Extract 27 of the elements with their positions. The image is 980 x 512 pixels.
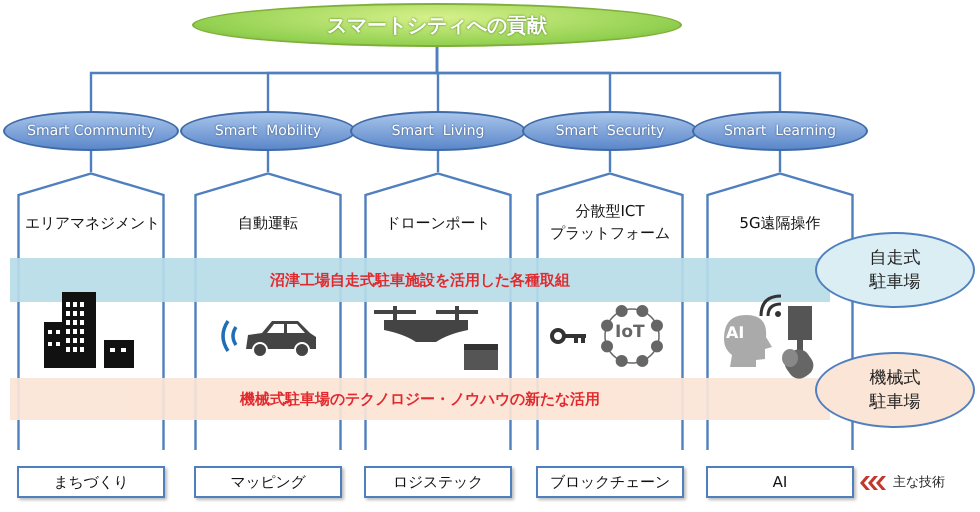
connector-line — [90, 151, 92, 172]
connector-line — [266, 151, 270, 172]
icon-caption: AI — [726, 323, 744, 342]
connector-line — [608, 151, 612, 172]
column-title: 分散型ICT プラットフォーム — [549, 201, 671, 244]
tech-box: マッピング — [194, 466, 342, 498]
connector-line — [436, 47, 782, 111]
column-title: 5G遠隔操作 — [738, 213, 822, 234]
note-text: 主な技術 — [893, 474, 945, 491]
category-ellipse: Smart Living — [350, 111, 526, 151]
banner-band: 機械式駐車場のテクノロジー・ノウハウの新たな活用 — [10, 378, 830, 420]
connector-line — [436, 151, 440, 172]
column-title: エリアマネジメント — [25, 213, 157, 234]
parking-ellipse: 自走式駐車場 — [815, 232, 975, 308]
connector-line — [778, 151, 782, 172]
column-title: ドローンポート — [384, 213, 492, 234]
banner-band: 沼津工場自走式駐車施設を活用した各種取組 — [10, 258, 830, 302]
category-ellipse: Smart Community — [3, 111, 179, 151]
category-ellipse: Smart Learning — [692, 111, 868, 151]
icon-caption: IoT — [615, 322, 645, 342]
tech-box: AI — [706, 466, 854, 498]
tech-box: ロジステック — [364, 466, 512, 498]
tech-box: ブロックチェーン — [536, 466, 684, 498]
goal-ellipse: スマートシティへの貢献 — [192, 3, 682, 47]
tech-box: まちづくり — [17, 466, 165, 498]
parking-ellipse: 機械式駐車場 — [815, 352, 975, 428]
column-title: 自動運転 — [237, 213, 299, 234]
